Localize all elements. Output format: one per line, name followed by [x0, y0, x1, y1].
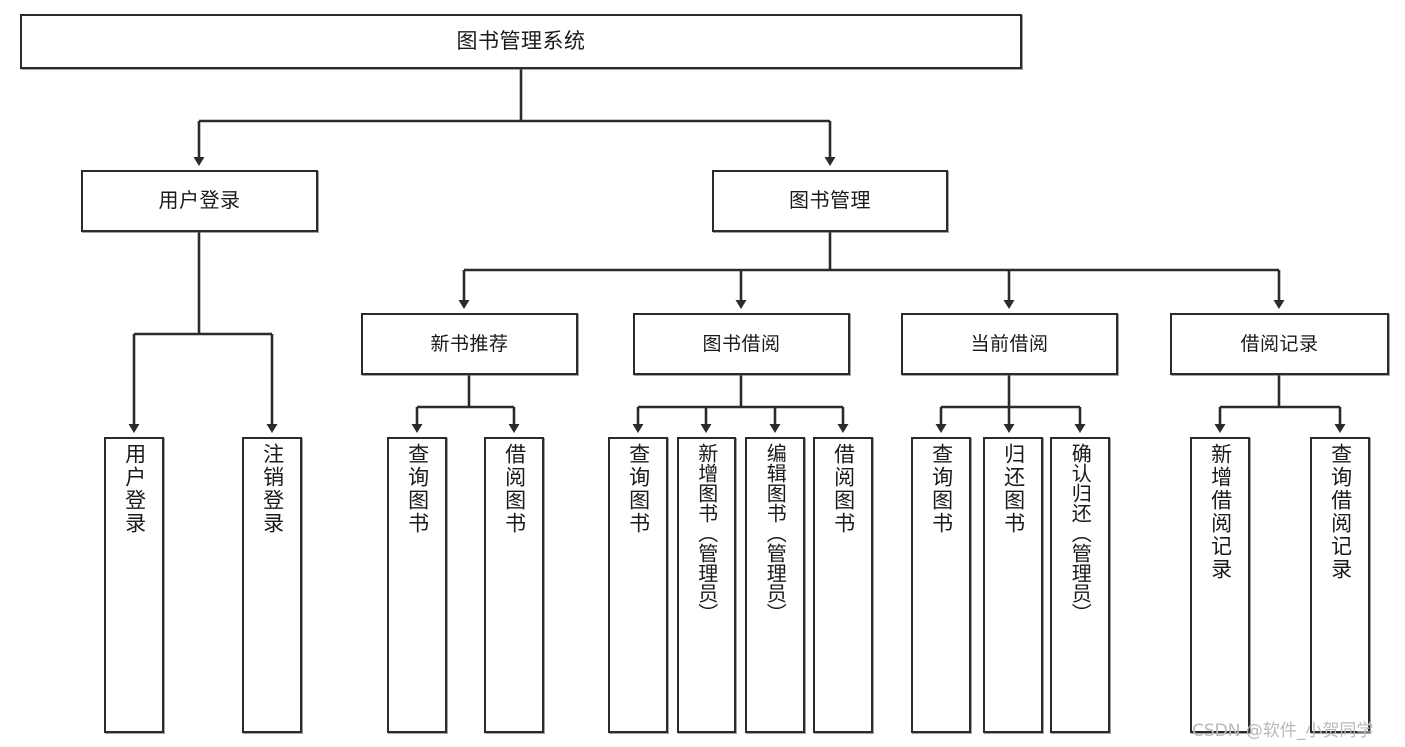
node-leaf-query-book-2[interactable]: 查询图书 — [608, 437, 668, 733]
node-leaf-edit-book[interactable]: 编辑图书（管理员） — [745, 437, 805, 733]
node-user-login-label: 用户登录 — [158, 188, 241, 213]
node-leaf-query-book-2-label: 查询图书 — [626, 443, 651, 535]
node-borrow-record-label: 借阅记录 — [1240, 332, 1319, 355]
node-current-borrow[interactable]: 当前借阅 — [901, 313, 1118, 375]
node-new-book-rec-label: 新书推荐 — [430, 332, 509, 355]
node-leaf-borrow-book-2-label: 借阅图书 — [831, 443, 856, 535]
node-leaf-user-login-label: 用户登录 — [122, 443, 147, 535]
node-leaf-borrow-book-1-label: 借阅图书 — [502, 443, 527, 535]
node-borrow-record[interactable]: 借阅记录 — [1170, 313, 1389, 375]
node-root-label: 图书管理系统 — [456, 29, 586, 54]
node-leaf-add-record[interactable]: 新增借阅记录 — [1190, 437, 1250, 733]
node-leaf-return-book-label: 归还图书 — [1001, 443, 1026, 535]
node-leaf-edit-book-label: 编辑图书（管理员） — [763, 443, 788, 623]
node-leaf-query-book-1[interactable]: 查询图书 — [387, 437, 447, 733]
node-book-manage-label: 图书管理 — [789, 188, 871, 213]
node-leaf-confirm-return[interactable]: 确认归还（管理员） — [1050, 437, 1110, 733]
node-leaf-query-book-3-label: 查询图书 — [929, 443, 954, 535]
watermark: CSDN @软件_小贺同学 — [1192, 721, 1374, 741]
node-book-borrow-label: 图书借阅 — [702, 332, 781, 355]
node-leaf-add-book[interactable]: 新增图书（管理员） — [677, 437, 736, 733]
node-book-borrow[interactable]: 图书借阅 — [633, 313, 850, 375]
node-leaf-user-login[interactable]: 用户登录 — [104, 437, 164, 733]
node-leaf-query-book-3[interactable]: 查询图书 — [911, 437, 971, 733]
node-leaf-add-book-label: 新增图书（管理员） — [694, 443, 719, 623]
node-leaf-borrow-book-1[interactable]: 借阅图书 — [484, 437, 544, 733]
node-leaf-return-book[interactable]: 归还图书 — [983, 437, 1043, 733]
node-new-book-rec[interactable]: 新书推荐 — [361, 313, 578, 375]
node-leaf-query-record-label: 查询借阅记录 — [1328, 443, 1353, 581]
node-leaf-query-book-1-label: 查询图书 — [405, 443, 430, 535]
node-leaf-logout-label: 注销登录 — [260, 443, 285, 535]
node-leaf-borrow-book-2[interactable]: 借阅图书 — [813, 437, 873, 733]
node-current-borrow-label: 当前借阅 — [970, 332, 1049, 355]
node-leaf-logout[interactable]: 注销登录 — [242, 437, 302, 733]
node-user-login[interactable]: 用户登录 — [81, 170, 318, 232]
node-root[interactable]: 图书管理系统 — [20, 14, 1022, 69]
node-leaf-query-record[interactable]: 查询借阅记录 — [1310, 437, 1370, 733]
node-leaf-add-record-label: 新增借阅记录 — [1208, 443, 1233, 581]
node-book-manage[interactable]: 图书管理 — [712, 170, 948, 232]
node-leaf-confirm-return-label: 确认归还（管理员） — [1068, 443, 1093, 623]
